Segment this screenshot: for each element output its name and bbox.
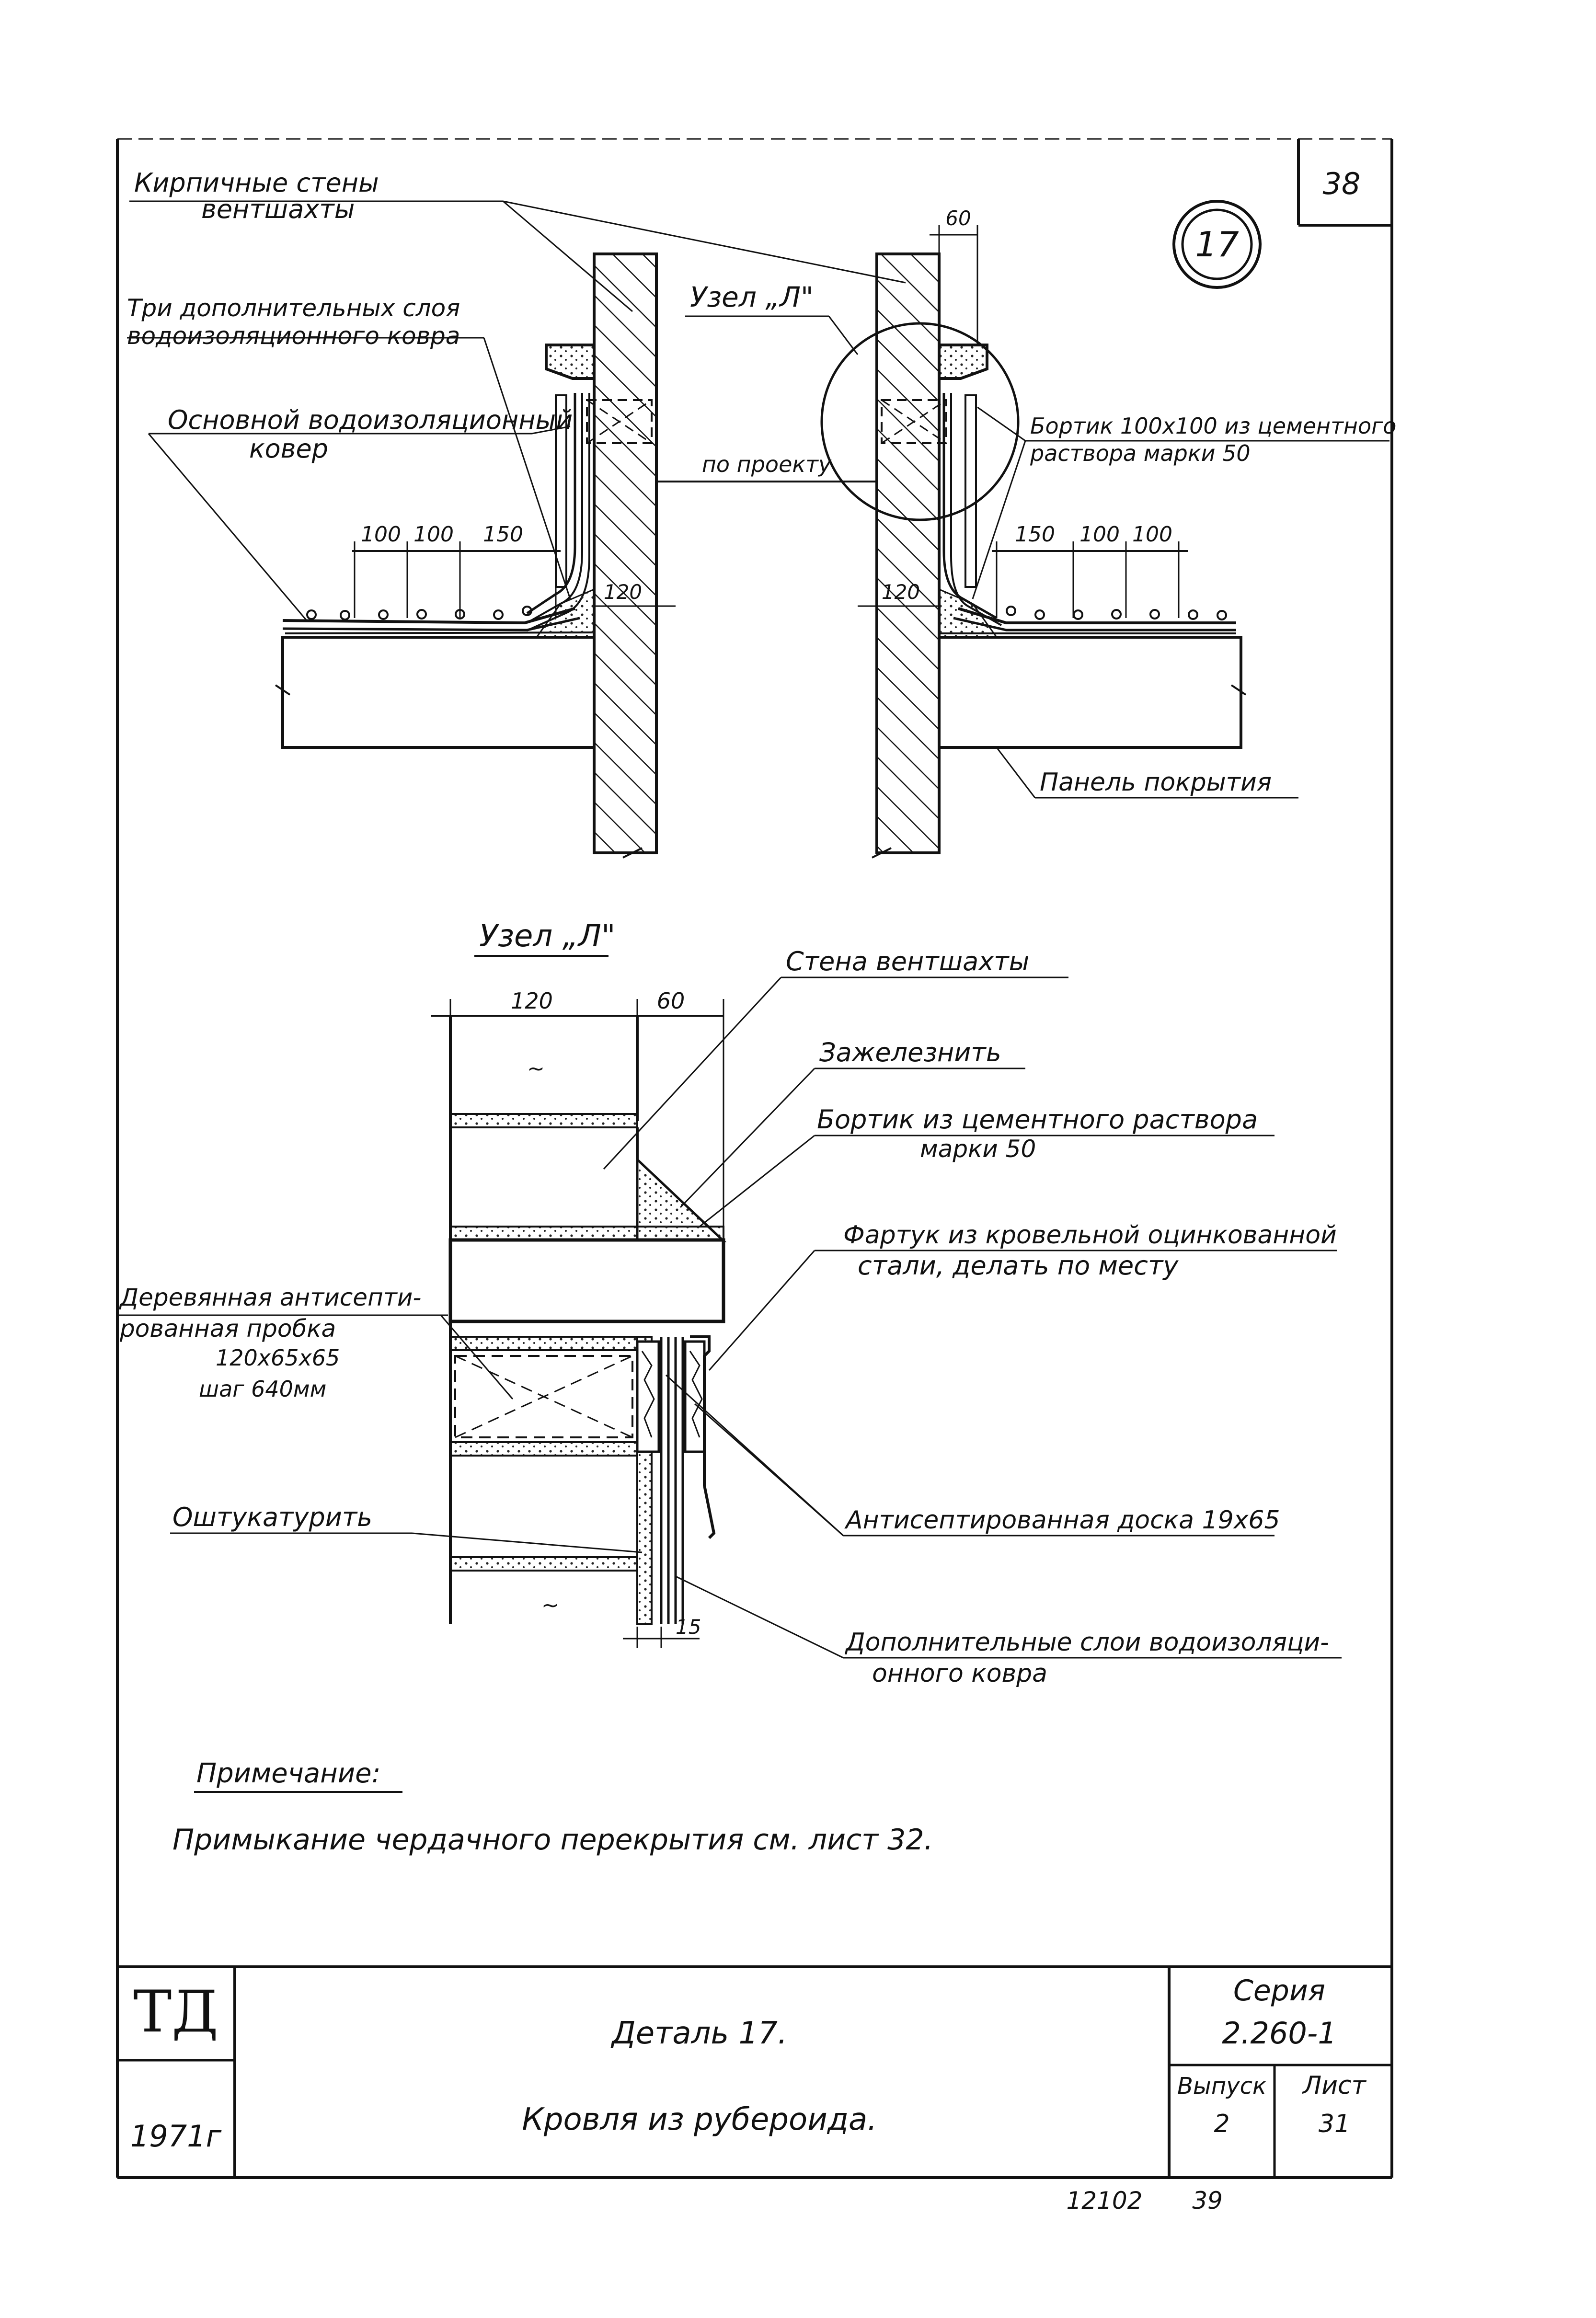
label-wall: Стена вентшахты [786,946,1029,976]
label-iron: Зажелезнить [819,1037,1001,1067]
label-plaster: Оштукатурить [172,1502,372,1532]
dim-right-3: 100 [1132,522,1172,547]
label-plug-1: Деревянная антисепти- [119,1284,421,1311]
left-curb [545,344,596,380]
curb-label-2: раствора марки 50 [1030,440,1251,466]
detail-badge-number: 17 [1195,224,1239,264]
label-layers-2: онного ковра [872,1659,1047,1688]
title-block [117,1965,1392,2178]
node-leaders [117,976,1342,1659]
label-extra-1: Три дополнительных слоя [127,294,460,322]
left-shaft-wall [593,252,658,854]
issue-value: 2 [1214,2110,1229,2138]
stamp-year: 1971г [130,2119,222,2154]
note-text: Примыкание чердачного перекрытия см. лис… [172,1823,933,1857]
dim-left-3: 150 [483,522,523,547]
label-plug-2: рованная пробка [119,1315,336,1343]
upper-leaders [127,200,1389,799]
label-main-1: Основной водоизоляционный [168,405,573,435]
projecting-brick [448,1238,725,1323]
dim-right-1: 150 [1015,522,1055,547]
dim-60-top: 60 [945,207,971,230]
right-roof-panel [938,636,1242,749]
node-dim-120: 120 [511,988,553,1014]
wood-plug [454,1355,633,1438]
label-extra-2: водоизоляционного ковра [127,322,460,350]
node-dim-60: 60 [657,988,685,1014]
dim-left-2: 100 [413,522,454,547]
title-line-2: Кровля из рубероида. [522,2102,877,2137]
panel-label: Панель покрытия [1040,768,1272,797]
stamp-td: ТД [133,1979,218,2045]
per-project-label: по проекту [702,451,832,477]
series-label: Серия [1233,1974,1325,2008]
corner-number: 38 [1323,166,1361,201]
break-mark-bottom: ~ [541,1593,559,1618]
node-dim-15: 15 [676,1615,701,1639]
antiseptic-board [636,1340,660,1453]
node-label-upper: Узел „Л" [690,281,814,313]
title-line-1: Деталь 17. [610,2016,788,2051]
right-curb [938,344,988,380]
series-value: 2.260-1 [1222,2016,1336,2051]
node-title: Узел „Л" [479,918,615,954]
sheet-value: 31 [1319,2110,1350,2138]
dim-left-1: 100 [361,522,401,547]
label-plug-3: 120х65х65 [216,1345,340,1371]
curb-label-1: Бортик 100х100 из цементного [1030,413,1396,439]
label-apron-2: стали, делать по месту [858,1251,1179,1281]
right-shaft-wall [875,252,941,854]
label-curb-1: Бортик из цементного раствора [817,1104,1258,1135]
detail-badge: 17 [1172,200,1262,289]
issue-label: Выпуск [1177,2073,1266,2100]
dim-right-2: 100 [1079,522,1120,547]
label-main-2: ковер [249,434,328,464]
footer-num-2: 39 [1192,2187,1223,2215]
label-plug-4: шаг 640мм [199,1376,326,1402]
sheet-frame [116,138,1393,2179]
label-walls-1: Кирпичные стены [134,168,379,198]
label-curb-2: марки 50 [920,1135,1036,1163]
node-l-circle [820,322,1020,521]
footer-num-1: 12102 [1066,2187,1142,2215]
dim-120-right: 120 [882,580,920,604]
node-detail: 120 60 ~ ~ [431,988,727,1648]
apron [690,1335,716,1539]
label-walls-2: вентшахты [201,194,355,224]
left-roof-panel [281,636,596,749]
note-heading: Примечание: [196,1758,380,1789]
label-layers-1: Дополнительные слои водоизоляци- [845,1628,1329,1657]
dim-120-left: 120 [604,580,642,604]
label-board: Антисептированная доска 19х65 [844,1506,1280,1535]
label-apron-1: Фартук из кровельной оцинкованной [843,1221,1337,1250]
upper-left-detail: 100 100 150 120 [275,252,676,859]
break-mark-top: ~ [527,1056,545,1081]
sheet-label: Лист [1302,2071,1366,2100]
upper-right-detail: 150 100 100 120 60 [820,207,1247,859]
